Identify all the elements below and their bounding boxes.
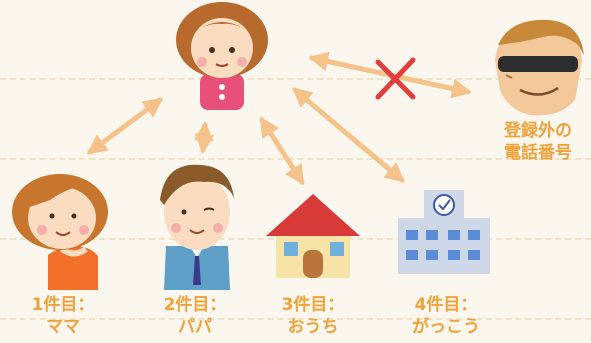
contact-name: パパ [178,317,212,337]
house-icon [266,194,360,278]
child-icon [176,2,268,110]
contact-order: 4件目： [414,295,478,315]
contact-label-school: 4件目： がっこう [396,294,496,338]
arrow-to-house [259,116,305,186]
contact-label-papa: 2件目： パパ [150,294,240,338]
contact-name: ママ [46,317,80,337]
unregistered-line2: 電話番号 [504,143,572,163]
background-dashed-line [0,78,591,80]
contact-label-mama: 1件目： ママ [18,294,108,338]
unregistered-label: 登録外の 電話番号 [488,120,588,164]
school-icon [398,190,490,274]
father-icon [160,164,234,290]
unregistered-line1: 登録外の [504,121,572,141]
mother-icon [12,174,108,290]
arrow-to-mama [86,97,164,155]
contact-name: おうち [287,317,339,337]
arrow-to-school [291,87,406,183]
background-dashed-line [0,318,591,320]
cross-mark-icon [375,57,416,100]
arrow-to-papa [193,121,215,154]
contact-label-house: 3件目： おうち [268,294,358,338]
stranger-icon [495,19,584,116]
contact-order: 1件目： [31,295,95,315]
contact-name: がっこう [412,317,480,337]
contact-order: 3件目： [281,295,345,315]
contact-order: 2件目： [163,295,227,315]
